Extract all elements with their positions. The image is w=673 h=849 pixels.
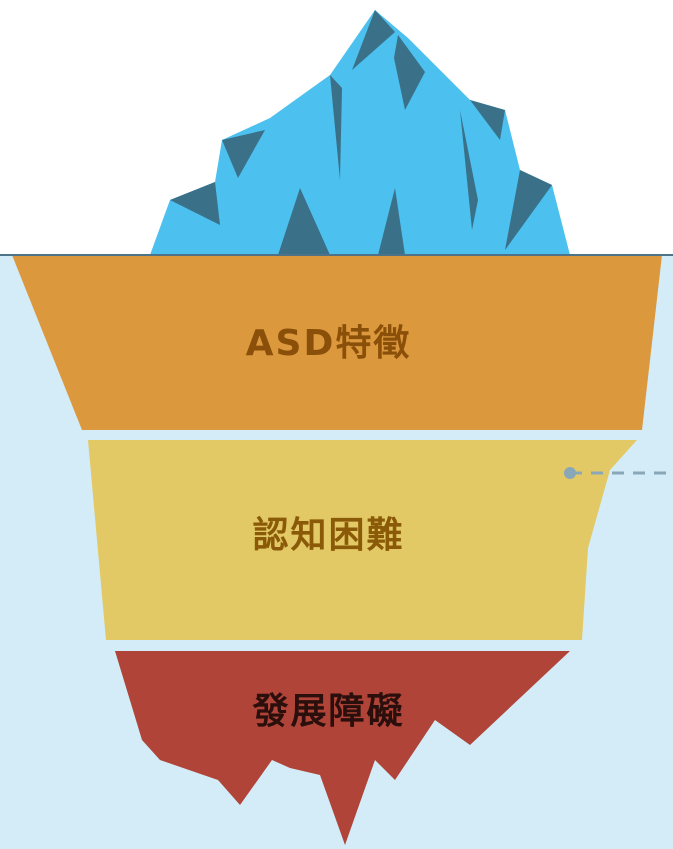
iceberg-facet bbox=[470, 100, 505, 140]
iceberg-tip bbox=[150, 10, 570, 255]
iceberg-facet bbox=[505, 170, 552, 250]
layer-label-asd-traits: ASD特徵 bbox=[245, 323, 412, 364]
layer-label-cognitive-difficulty: 認知困難 bbox=[252, 515, 405, 556]
iceberg-facet bbox=[222, 130, 265, 178]
iceberg-tip-body bbox=[150, 10, 570, 255]
iceberg-facet bbox=[278, 188, 330, 255]
callout-connector bbox=[564, 467, 673, 479]
iceberg-facet bbox=[378, 188, 405, 255]
callout-dot bbox=[564, 467, 576, 479]
iceberg-facet bbox=[170, 182, 220, 225]
iceberg-facet bbox=[394, 35, 425, 110]
layer-bot-shape bbox=[115, 651, 570, 845]
iceberg-facet bbox=[352, 10, 395, 70]
layer-label-developmental-disorder: 發展障礙 bbox=[252, 691, 405, 732]
iceberg-facet bbox=[460, 110, 478, 230]
layer-top-shape bbox=[12, 255, 662, 430]
layer-mid-shape bbox=[88, 440, 637, 640]
iceberg-facet bbox=[330, 75, 342, 180]
